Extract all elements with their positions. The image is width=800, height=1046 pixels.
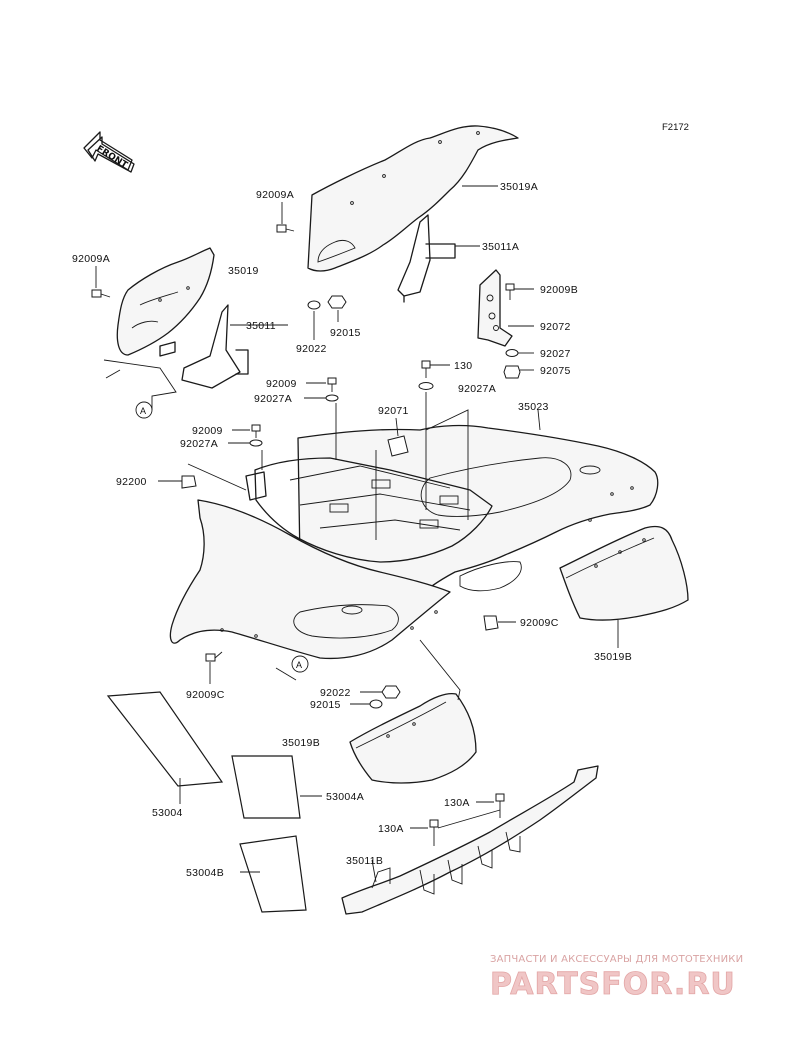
part-labels: 35019A 92009A 35011A 92009A 35019 35011 … — [72, 181, 632, 879]
bolt-icon — [483, 615, 499, 631]
part-label-130A-a: 130A — [444, 797, 470, 809]
bracket-35011A — [397, 214, 456, 303]
mud-flap-35019B-right — [559, 525, 689, 621]
part-label-92072: 92072 — [540, 321, 571, 333]
bracket-35011B — [341, 765, 599, 915]
nut-icon — [327, 295, 347, 309]
svg-text:A: A — [296, 660, 302, 670]
part-label-35011: 35011 — [246, 320, 276, 332]
part-label-35019: 35019 — [228, 265, 259, 277]
part-label-92022-top: 92022 — [296, 343, 327, 355]
part-label-92009-a: 92009 — [266, 378, 297, 390]
mud-flap-35019B-center — [349, 692, 477, 784]
svg-text:A: A — [140, 406, 146, 416]
figure-code: F2172 — [662, 122, 689, 133]
part-label-92027A-b: 92027A — [180, 438, 218, 450]
hardware — [91, 224, 521, 846]
part-label-35019B-center: 35019B — [282, 737, 320, 749]
part-label-92015-bottom: 92015 — [310, 699, 341, 711]
reference-marker-a-bottom: A — [291, 655, 309, 673]
bolt-icon — [205, 651, 223, 662]
watermark-brand: PARTSFOR.RU — [490, 967, 736, 1002]
part-label-92200: 92200 — [116, 476, 147, 488]
part-label-35011A: 35011A — [482, 241, 519, 253]
decal-53004 — [106, 691, 224, 787]
part-label-92027A-right: 92027A — [458, 383, 496, 395]
rear-fender-35023 — [169, 424, 659, 660]
bolt-icon — [495, 793, 505, 818]
bolt-icon — [327, 377, 337, 392]
part-label-53004: 53004 — [152, 807, 183, 819]
part-label-35019B-right: 35019B — [594, 651, 632, 663]
part-label-35019A: 35019A — [500, 181, 538, 193]
bracket-35011 — [159, 304, 249, 389]
bolt-icon — [421, 360, 431, 378]
bolt-icon — [91, 289, 111, 298]
part-label-35011B: 35011B — [346, 855, 383, 867]
washer-icon — [307, 300, 321, 310]
decal-53004A — [231, 755, 301, 819]
leader-lines — [95, 185, 619, 883]
reference-marker-a-top: A — [135, 401, 153, 419]
watermark: ЗАПЧАСТИ И АКСЕССУАРЫ ДЛЯ МОТОТЕХНИКИ PA… — [490, 954, 743, 1002]
grommet-icon — [387, 435, 409, 457]
washer-icon — [505, 349, 519, 357]
fender-flap-35019 — [116, 247, 215, 356]
part-label-92009-b: 92009 — [192, 425, 223, 437]
part-label-92015-top: 92015 — [330, 327, 361, 339]
part-label-92009A-left: 92009A — [72, 253, 110, 265]
watermark-tagline: ЗАПЧАСТИ И АКСЕССУАРЫ ДЛЯ МОТОТЕХНИКИ — [490, 954, 743, 965]
part-label-92027A-a: 92027A — [254, 393, 292, 405]
part-label-92071: 92071 — [378, 405, 409, 417]
bolt-icon — [276, 224, 295, 233]
stay-bracket-92072 — [477, 269, 513, 347]
washer-icon — [418, 382, 434, 390]
part-label-130: 130 — [454, 360, 472, 372]
decal-53004B — [239, 835, 307, 913]
washer-icon — [325, 394, 339, 402]
nut-icon — [381, 685, 401, 699]
bolt-icon — [429, 819, 439, 846]
part-label-130A-b: 130A — [378, 823, 404, 835]
part-label-53004B: 53004B — [186, 867, 224, 879]
fender-flap-35019A — [307, 125, 519, 272]
part-label-35023: 35023 — [518, 401, 549, 413]
bolt-icon — [505, 283, 515, 300]
nut-icon — [503, 365, 521, 379]
part-label-92027: 92027 — [540, 348, 571, 360]
collar-icon — [181, 475, 197, 489]
part-label-92009C-right: 92009C — [520, 617, 559, 629]
washer-icon — [369, 699, 383, 709]
part-label-92075: 92075 — [540, 365, 571, 377]
part-label-92009B: 92009B — [540, 284, 578, 296]
bolt-icon — [251, 424, 261, 438]
part-label-92022-bottom: 92022 — [320, 687, 351, 699]
front-arrow-icon: FRONT — [83, 131, 135, 173]
part-label-53004A: 53004A — [326, 791, 364, 803]
part-label-92009C-left: 92009C — [186, 689, 225, 701]
part-label-92009A-top: 92009A — [256, 189, 294, 201]
washer-icon — [249, 439, 263, 447]
